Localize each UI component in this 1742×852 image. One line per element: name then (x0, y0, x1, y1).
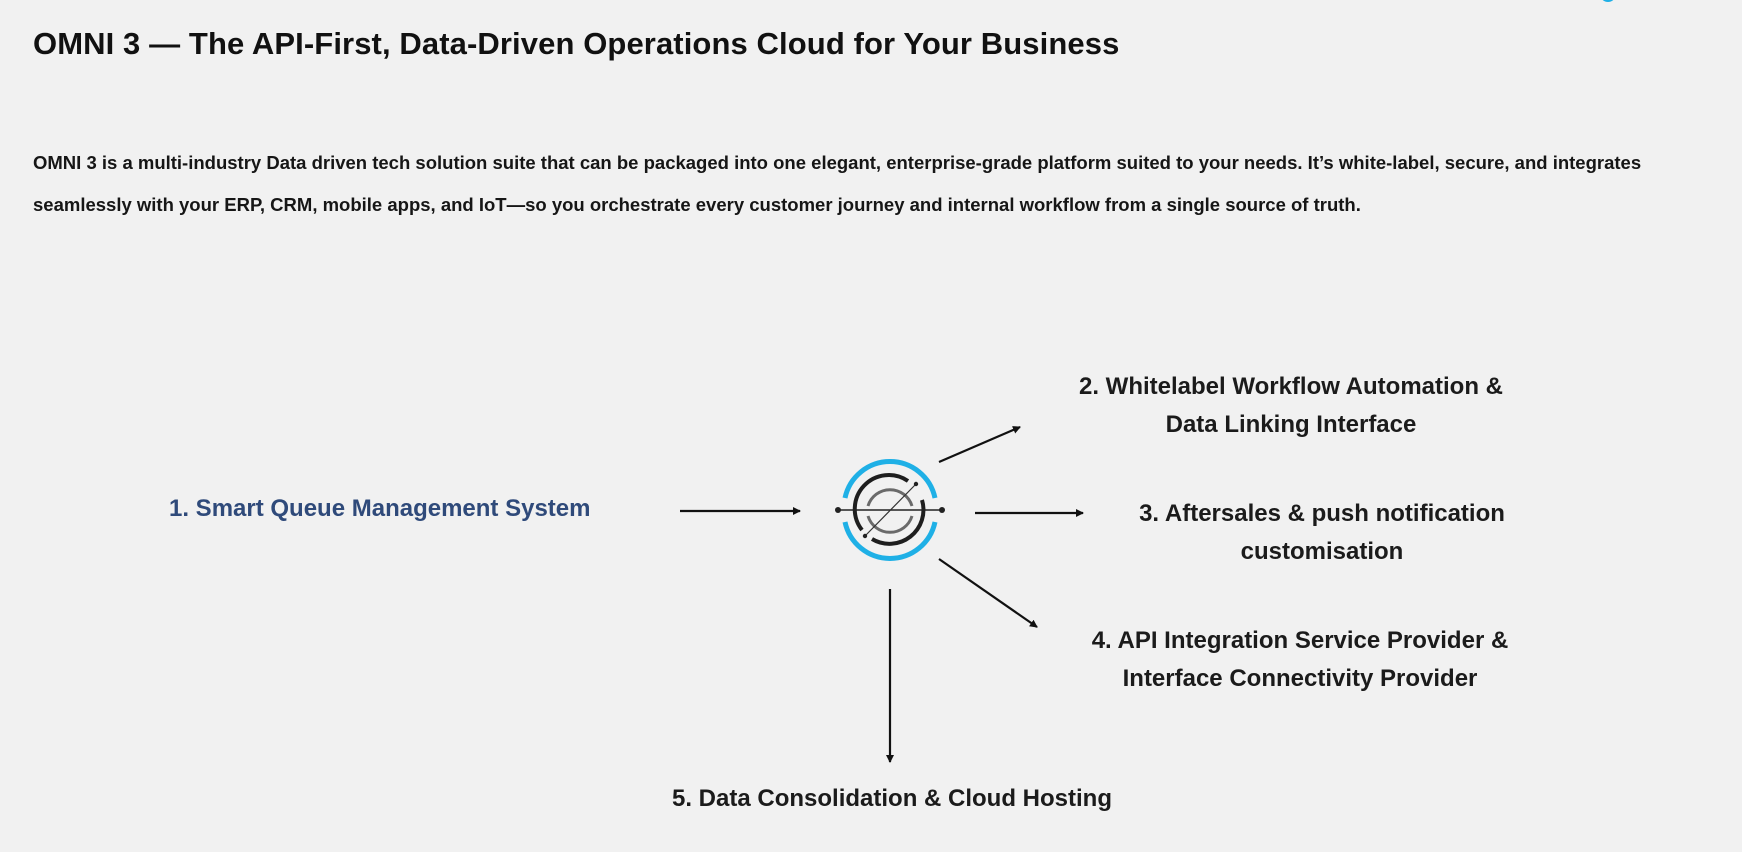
page-title: OMNI 3 — The API-First, Data-Driven Oper… (33, 26, 1120, 61)
item-data-consolidation: 5. Data Consolidation & Cloud Hosting (592, 780, 1192, 818)
top-accent-decoration (1600, 0, 1616, 2)
item-aftersales-notifications: 3. Aftersales & push notification custom… (1072, 495, 1572, 571)
item-smart-queue-management: 1. Smart Queue Management System (169, 490, 590, 528)
intro-paragraph: OMNI 3 is a multi-industry Data driven t… (33, 152, 1642, 215)
item-label-line: 5. Data Consolidation & Cloud Hosting (672, 785, 1112, 812)
item-api-integration: 4. API Integration Service Provider & In… (1050, 622, 1550, 698)
item-label-line: 1. Smart Queue Management System (169, 495, 591, 522)
omni-logo-icon (835, 459, 945, 561)
arrow-4 (938, 558, 1038, 628)
arrow-2 (938, 425, 1021, 464)
item-label-line: 4. API Integration Service Provider & (1091, 627, 1509, 654)
item-label-line: Interface Connectivity Provider (1122, 665, 1478, 692)
item-workflow-automation: 2. Whitelabel Workflow Automation & Data… (1041, 368, 1541, 444)
item-label-line: customisation (1240, 538, 1404, 565)
item-label-line: 2. Whitelabel Workflow Automation & (1078, 373, 1503, 400)
item-label-line: Data Linking Interface (1165, 411, 1417, 438)
item-label-line: 3. Aftersales & push notification (1139, 500, 1505, 527)
